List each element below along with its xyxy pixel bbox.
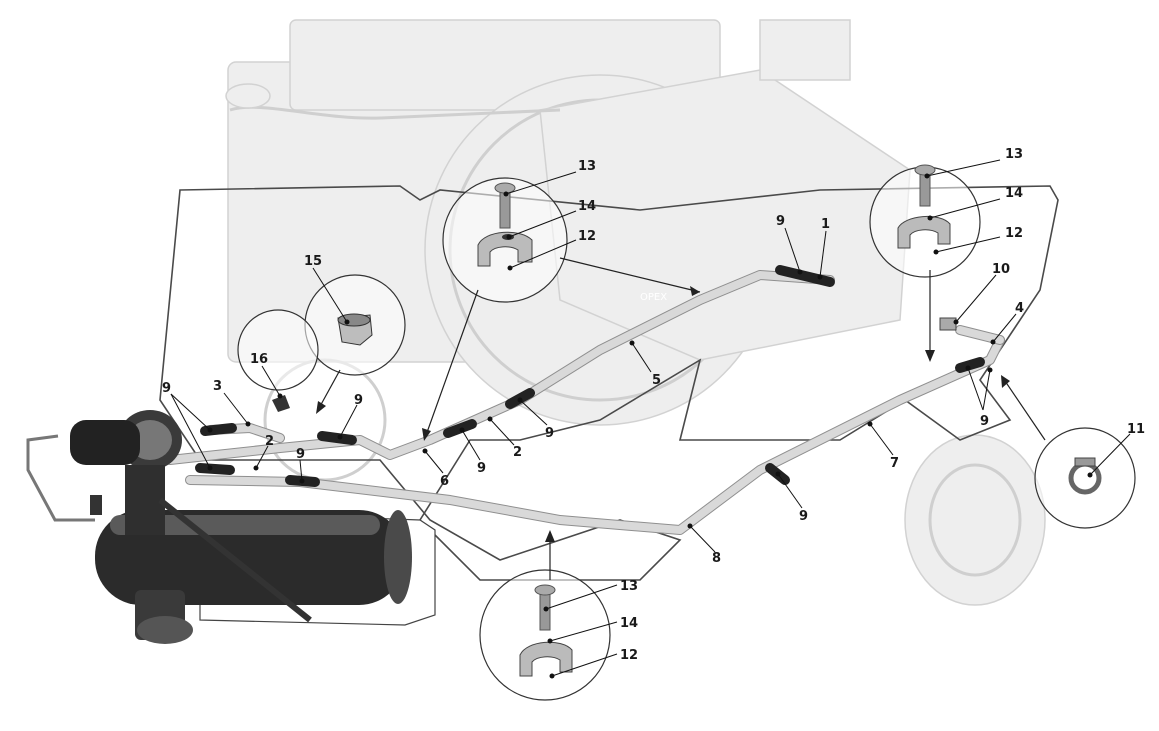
callout-1: 1 (821, 217, 830, 232)
callout-16: 16 (250, 352, 268, 367)
engine-background (225, 19, 1046, 606)
callout-9-center-right: 9 (545, 426, 554, 441)
callout-12-right: 12 (1005, 226, 1023, 241)
callout-9-mid-left: 9 (354, 393, 363, 408)
callout-9-lower-left: 9 (296, 447, 305, 462)
callout-2-left: 2 (265, 434, 274, 449)
detail-circle-hose-clamp (1034, 427, 1136, 529)
callout-labels: 13 14 12 9 1 13 14 12 10 4 15 16 3 9 9 5… (162, 147, 1145, 663)
callout-14-bottom: 14 (620, 616, 638, 631)
callout-13-right: 13 (1005, 147, 1023, 162)
callout-9-center: 9 (477, 461, 486, 476)
callout-8: 8 (712, 551, 721, 566)
callout-13-top: 13 (578, 159, 596, 174)
detail-circle-valve (237, 309, 319, 391)
callout-9-engine: 9 (776, 214, 785, 229)
watermark: OPEX (159, 185, 1059, 581)
callout-11: 11 (1127, 422, 1145, 437)
callout-4: 4 (1015, 301, 1024, 316)
callout-9-right: 9 (980, 414, 989, 429)
heater-unit (70, 410, 436, 644)
callout-9-lower-right: 9 (799, 509, 808, 524)
callout-15: 15 (304, 254, 322, 269)
callout-3: 3 (213, 379, 222, 394)
callout-7: 7 (890, 456, 899, 471)
callout-10: 10 (992, 262, 1010, 277)
callout-14-top: 14 (578, 199, 596, 214)
direction-arrows (316, 257, 1046, 580)
callout-5: 5 (652, 373, 661, 388)
callout-6: 6 (440, 474, 449, 489)
watermark-text: OPEX (640, 292, 667, 303)
callout-9-left: 9 (162, 381, 171, 396)
callout-2-center: 2 (513, 445, 522, 460)
callout-12-bottom: 12 (620, 648, 638, 663)
leader-lines (170, 159, 1131, 679)
callout-12-top: 12 (578, 229, 596, 244)
callout-14-right: 14 (1005, 186, 1023, 201)
callout-13-bottom: 13 (620, 579, 638, 594)
